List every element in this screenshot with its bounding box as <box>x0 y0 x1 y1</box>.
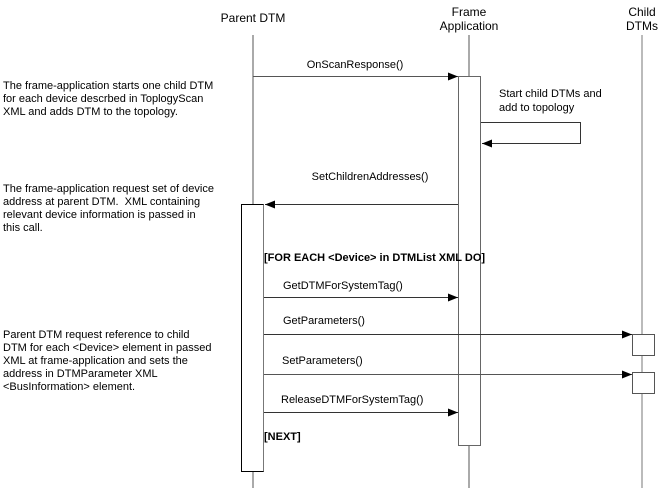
set-children-addresses-label: SetChildrenAddresses() <box>311 171 429 183</box>
self-call-arrow <box>481 122 581 148</box>
participant-frame-line2: Application <box>439 19 499 33</box>
participant-frame-line1: Frame <box>451 5 487 19</box>
release-dtm-label: ReleaseDTMForSystemTag() <box>281 394 424 406</box>
participant-child-dtms: Child DTMs <box>612 5 662 33</box>
self-call-label-line1: Start child DTMs and <box>499 88 602 100</box>
set-parameters-label: SetParameters() <box>282 355 363 367</box>
get-parameters-label: GetParameters() <box>283 315 365 327</box>
participant-child-line2: DTMs <box>626 19 658 33</box>
loop-start-label: [FOR EACH <Device> in DTMList XML DO] <box>264 252 486 264</box>
get-dtm-for-system-tag-label: GetDTMForSystemTag() <box>283 280 403 292</box>
self-call-label-line2: add to topology <box>499 102 575 114</box>
child-activation-2 <box>632 372 655 394</box>
participant-child-line1: Child <box>628 5 656 19</box>
participant-parent-dtm: Parent DTM <box>220 11 286 25</box>
note-parent-request-reference: Parent DTM request reference to child DT… <box>3 329 212 393</box>
loop-end-label: [NEXT] <box>264 431 301 443</box>
self-call-label: Start child DTMs and add to topology <box>499 87 602 115</box>
on-scan-response-label: OnScanResponse() <box>306 59 404 71</box>
frame-activation <box>458 76 481 446</box>
parent-activation <box>241 204 264 472</box>
note-start-child-dtms: The frame-application starts one child D… <box>3 80 214 118</box>
participant-frame-application: Frame Application <box>419 5 519 33</box>
note-set-children-addresses: The frame-application request set of dev… <box>3 183 214 234</box>
child-activation-1 <box>632 334 655 356</box>
